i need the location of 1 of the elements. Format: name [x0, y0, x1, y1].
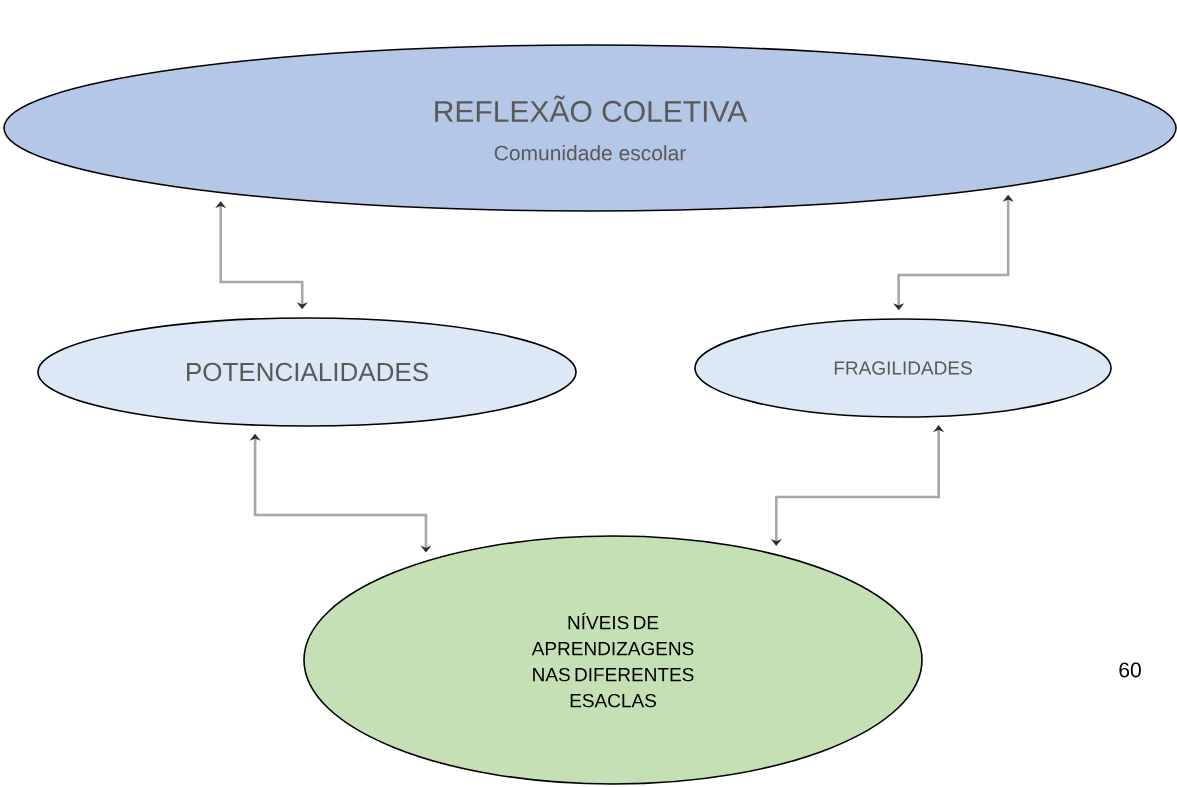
page-number: 60: [1119, 662, 1141, 678]
